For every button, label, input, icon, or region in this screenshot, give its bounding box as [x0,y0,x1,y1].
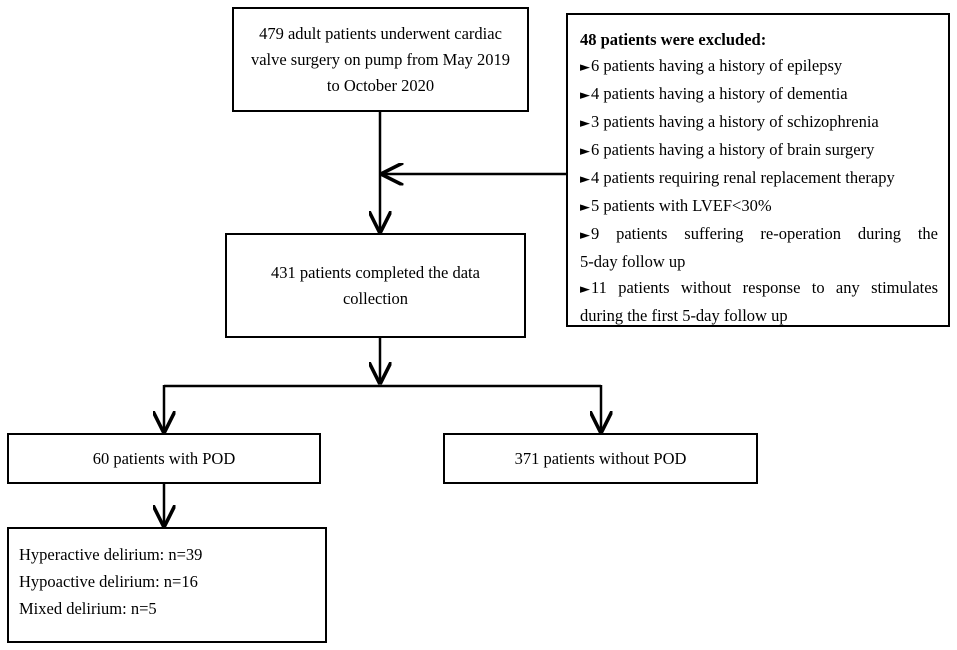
right-pointing-triangle-icon: ► [580,282,590,297]
right-pointing-triangle-icon: ► [580,116,590,131]
no-pod-patients-box: 371 patients without POD [443,433,758,484]
exclusion-item: ►5 patients with LVEF<30% [580,196,772,215]
exclusion-box: 48 patients were excluded: ►6 patients h… [566,13,950,327]
right-pointing-triangle-icon: ► [580,200,590,215]
exclusion-item-continuation: during the first 5-day follow up [580,306,788,325]
enrolled-line-2: valve surgery on pump from May 2019 [250,49,511,69]
enrolled-patients-box: 479 adult patients underwent cardiac val… [232,7,529,112]
collection-line-1: 431 patients completed the data [271,262,480,282]
exclusion-heading: 48 patients were excluded: [580,30,767,49]
subtype-hyperactive: Hyperactive delirium: n=39 [19,545,203,564]
exclusion-item: ►9 patients suffering re-operation durin… [580,224,938,243]
exclusion-item: ►6 patients having a history of epilepsy [580,56,843,75]
collection-line-2: collection [342,288,409,308]
exclusion-item: ►4 patients requiring renal replacement … [580,168,895,187]
enrolled-line-3: to October 2020 [326,75,435,95]
exclusion-item-continuation: 5-day follow up [580,252,686,271]
right-pointing-triangle-icon: ► [580,172,590,187]
pod-patients-label: 60 patients with POD [92,448,236,468]
subtype-hypoactive: Hypoactive delirium: n=16 [19,572,198,591]
no-pod-patients-label: 371 patients without POD [514,448,687,468]
exclusion-item: ►6 patients having a history of brain su… [580,140,875,159]
exclusion-item: ►3 patients having a history of schizoph… [580,112,879,131]
pod-patients-box: 60 patients with POD [7,433,321,484]
right-pointing-triangle-icon: ► [580,144,590,159]
right-pointing-triangle-icon: ► [580,88,590,103]
right-pointing-triangle-icon: ► [580,228,590,243]
enrolled-line-1: 479 adult patients underwent cardiac [259,23,502,43]
exclusion-item: ►4 patients having a history of dementia [580,84,848,103]
right-pointing-triangle-icon: ► [580,60,590,75]
subtype-mixed: Mixed delirium: n=5 [19,599,157,618]
data-collection-box: 431 patients completed the data collecti… [225,233,526,338]
exclusion-item: ►11 patients without response to any sti… [580,278,938,297]
delirium-subtypes-box: Hyperactive delirium: n=39 Hypoactive de… [7,527,327,643]
